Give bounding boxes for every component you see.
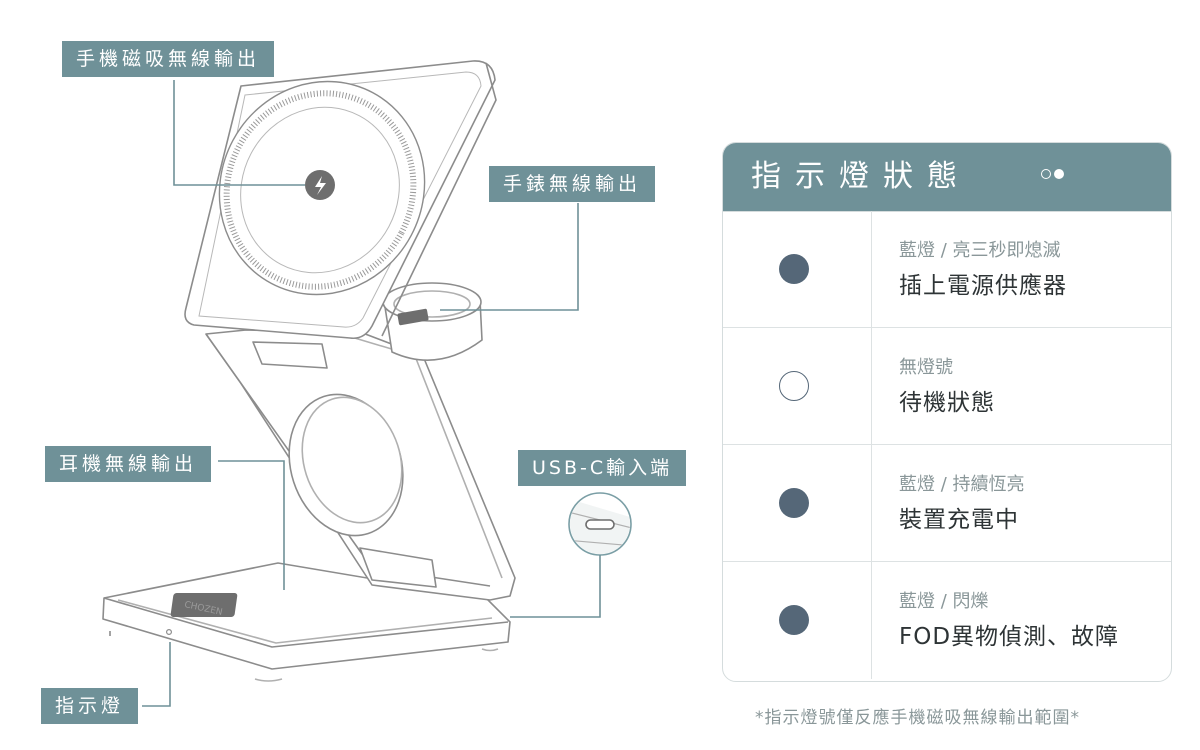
status-row: 藍燈 / 閃爍 FOD異物偵測、故障 — [723, 562, 1171, 679]
status-row: 藍燈 / 持續恆亮 裝置充電中 — [723, 445, 1171, 562]
blue-light-icon — [779, 605, 809, 635]
status-meaning: 待機狀態 — [899, 390, 995, 416]
status-light-description: 無燈號 — [899, 357, 953, 378]
usb-c-port-icon — [585, 519, 615, 530]
no-light-icon — [779, 371, 809, 401]
status-meaning: 插上電源供應器 — [899, 273, 1067, 299]
status-meaning: FOD異物偵測、故障 — [899, 624, 1120, 650]
status-light-description: 藍燈 / 持續恆亮 — [899, 474, 1025, 495]
callout-phone-magnetic-output: 手機磁吸無線輸出 — [62, 41, 275, 77]
blue-light-icon — [779, 254, 809, 284]
magnetic-phone-pad — [184, 60, 497, 340]
status-row: 藍燈 / 亮三秒即熄滅 插上電源供應器 — [723, 211, 1171, 328]
charger-stand — [205, 329, 516, 601]
status-meaning: 裝置充電中 — [899, 507, 1019, 533]
watch-puck — [382, 282, 483, 361]
status-light-description: 藍燈 / 亮三秒即熄滅 — [899, 240, 1061, 261]
light-state-dots-icon — [1041, 169, 1067, 188]
status-table-title: 指示燈狀態 — [751, 159, 971, 194]
status-table-header: 指示燈狀態 — [723, 143, 1171, 212]
callout-earbuds-wireless-output: 耳機無線輸出 — [45, 446, 212, 482]
callout-usb-c-input: USB-C輸入端 — [518, 450, 687, 486]
indicator-status-table: 指示燈狀態 藍燈 / 亮三秒即熄滅 插上電源供應器 無燈號 待機狀態 藍燈 / … — [722, 142, 1172, 682]
blue-light-icon — [779, 488, 809, 518]
indicator-led — [166, 628, 173, 635]
callout-leader-lines — [142, 80, 601, 707]
usb-c-port-zoom — [568, 492, 632, 556]
earbud-pad: CHOZEN — [170, 593, 298, 618]
status-row: 無燈號 待機狀態 — [723, 328, 1171, 445]
footnote: *指示燈號僅反應手機磁吸無線輸出範圍* — [755, 708, 1080, 728]
callout-indicator-light: 指示燈 — [41, 688, 139, 724]
callout-watch-wireless-output: 手錶無線輸出 — [489, 166, 656, 202]
status-light-description: 藍燈 / 閃爍 — [899, 591, 989, 612]
